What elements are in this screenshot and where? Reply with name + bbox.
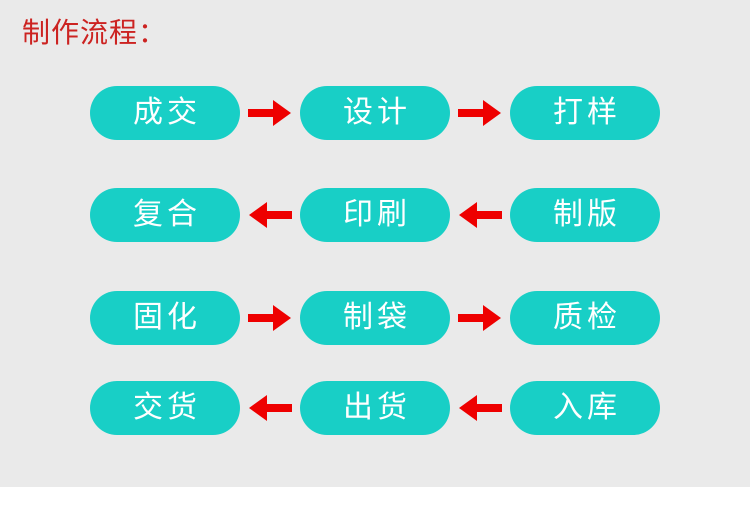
process-node[interactable]: 制版 xyxy=(510,188,660,242)
process-node[interactable]: 制袋 xyxy=(300,291,450,345)
process-node[interactable]: 入库 xyxy=(510,381,660,435)
arrow-right-icon xyxy=(243,86,297,140)
process-node[interactable]: 设计 xyxy=(300,86,450,140)
process-node[interactable]: 打样 xyxy=(510,86,660,140)
page-title: 制作流程： xyxy=(22,16,168,49)
process-node[interactable]: 出货 xyxy=(300,381,450,435)
process-node[interactable]: 固化 xyxy=(90,291,240,345)
bottom-white-strip xyxy=(0,487,750,505)
arrow-right-icon xyxy=(453,291,507,345)
process-flow: 成交 设计 打样 复合 印刷 xyxy=(90,86,660,435)
process-node[interactable]: 复合 xyxy=(90,188,240,242)
process-node[interactable]: 质检 xyxy=(510,291,660,345)
flow-row: 固化 制袋 质检 xyxy=(90,291,660,345)
flow-row: 交货 出货 入库 xyxy=(90,381,660,435)
process-node[interactable]: 印刷 xyxy=(300,188,450,242)
arrow-right-icon xyxy=(243,291,297,345)
arrow-left-icon xyxy=(453,381,507,435)
arrow-right-icon xyxy=(453,86,507,140)
process-node[interactable]: 成交 xyxy=(90,86,240,140)
arrow-left-icon xyxy=(243,381,297,435)
arrow-left-icon xyxy=(243,188,297,242)
flow-row: 成交 设计 打样 xyxy=(90,86,660,140)
flow-row: 复合 印刷 制版 xyxy=(90,188,660,242)
arrow-left-icon xyxy=(453,188,507,242)
process-node[interactable]: 交货 xyxy=(90,381,240,435)
